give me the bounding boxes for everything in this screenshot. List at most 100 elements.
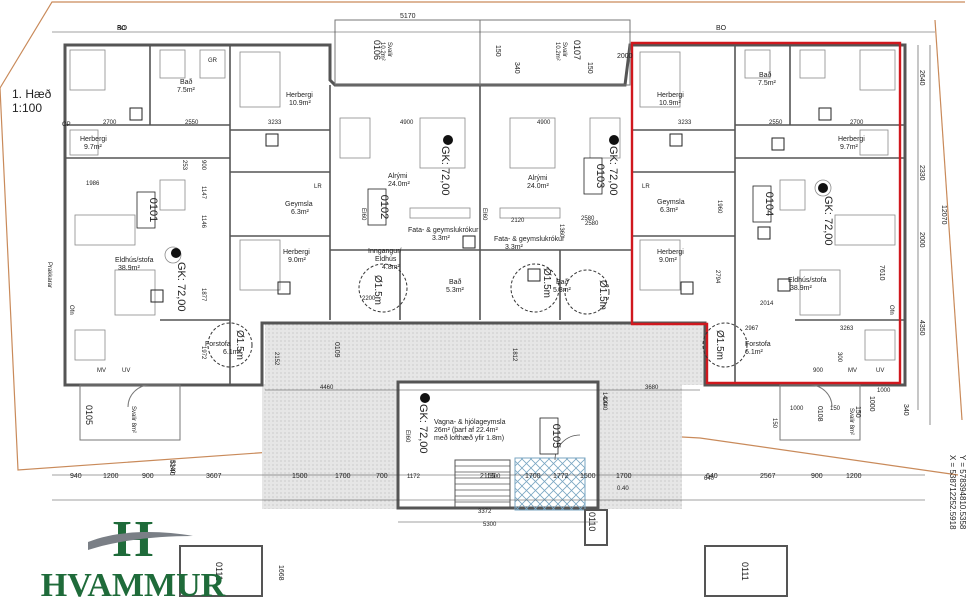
furniture bbox=[69, 49, 896, 361]
storage-id: 0110 bbox=[587, 512, 597, 531]
room-area: 9.7m² bbox=[84, 144, 103, 151]
dimension-value: 2330 bbox=[918, 165, 925, 181]
balcony-labels: Svalir 10.2m² Svalir 10.2m² Svalir 8m² S… bbox=[130, 42, 854, 435]
dimension-value: 1668 bbox=[277, 565, 284, 581]
coordinates: X = 538712252.5918 Y = 578394810.5358 bbox=[948, 455, 967, 530]
room-name: Forstofa bbox=[205, 341, 231, 348]
floor-title: 1. Hæð bbox=[12, 87, 52, 101]
dimension-value: 340 bbox=[902, 404, 909, 416]
dimension-value: 4900 bbox=[400, 120, 414, 126]
room-area: 26m² (þarf af 22.4m² bbox=[434, 427, 498, 434]
lr-label: LR bbox=[642, 184, 650, 190]
unit-id: 0103 bbox=[594, 164, 606, 188]
dimension-value: 2567 bbox=[760, 473, 776, 480]
storage-id: 0106 bbox=[372, 40, 382, 60]
room-name: Fata- & geymslukrókur bbox=[408, 227, 479, 234]
dimension-value: 940 bbox=[70, 473, 82, 480]
room-area: 5.3m² bbox=[446, 287, 465, 294]
dimension-value: 900 bbox=[811, 473, 823, 480]
room-name: Inngangur/ bbox=[368, 248, 402, 255]
dimension-value: 2580 bbox=[585, 221, 599, 227]
dimension-value: 2000 bbox=[617, 53, 633, 60]
hvammur-logo: H HVAMMUR bbox=[41, 511, 226, 604]
dimension-value: 1420 bbox=[601, 392, 607, 406]
dimension-value: 1000 bbox=[790, 406, 804, 412]
dimension-value: 3233 bbox=[268, 120, 282, 126]
dimension-value: 150 bbox=[586, 62, 593, 74]
unit-id: 0102 bbox=[378, 195, 390, 219]
room-name: Bað bbox=[180, 78, 193, 86]
gk-labels: GK: 72,00 GK: 72,00 GK: 72,00 GK: 72,00 … bbox=[175, 146, 834, 454]
dimension-value: 300 bbox=[836, 352, 842, 363]
dimension-value: 2120 bbox=[511, 218, 525, 224]
sheds bbox=[179, 509, 788, 597]
dimension-value: 2700 bbox=[850, 120, 864, 126]
room-area: 6.3m² bbox=[660, 207, 679, 214]
dimension-value: 150 bbox=[771, 418, 777, 429]
mv-label: MV bbox=[848, 368, 857, 374]
dimension-value: 1700 bbox=[525, 473, 541, 480]
room-name: Herbergi bbox=[283, 249, 310, 256]
logo-swoosh-icon bbox=[88, 532, 193, 550]
room-area: 3.3m² bbox=[505, 244, 524, 251]
dimension-value: 3263 bbox=[840, 326, 854, 332]
room-area: 6.1m² bbox=[745, 349, 764, 356]
gk-label: GK: 72,00 bbox=[417, 404, 429, 454]
room-name: Eldhús bbox=[375, 256, 397, 263]
dimension-value: 3607 bbox=[206, 473, 222, 480]
room-name: Herbergi bbox=[657, 249, 684, 256]
room-area: 7.5m² bbox=[758, 80, 777, 87]
dimension-value: 5170 bbox=[400, 13, 416, 20]
uv-label: UV bbox=[122, 368, 130, 374]
room-area: 10.9m² bbox=[289, 100, 311, 107]
dimension-value: 7610 bbox=[878, 265, 885, 281]
dimension-value: 2967 bbox=[745, 326, 759, 332]
dimension-value: 2794 bbox=[714, 270, 720, 284]
room-area: 10.9m² bbox=[659, 100, 681, 107]
room-area: 6.1m² bbox=[223, 349, 242, 356]
room-area: 3.3m² bbox=[432, 235, 451, 242]
turning-circles bbox=[207, 263, 748, 368]
dimension-value: 1500 bbox=[292, 473, 308, 480]
op-label: OP bbox=[62, 122, 71, 128]
bo-label: BO bbox=[117, 26, 126, 32]
storage-id: 0109 bbox=[333, 342, 340, 358]
dimension-value: 1440 bbox=[601, 397, 607, 411]
dimension-value: 640 bbox=[704, 476, 715, 482]
ei60-label: EI60 bbox=[360, 208, 366, 221]
room-area: 9.0m² bbox=[288, 257, 307, 264]
room-name: Herbergi bbox=[286, 92, 313, 99]
dimension-value: 900 bbox=[142, 473, 154, 480]
dimension-value: 1772 bbox=[553, 473, 569, 480]
gr-label: GR bbox=[208, 58, 218, 64]
dimension-value: 1000 bbox=[877, 388, 891, 394]
ofn-label: Ofn bbox=[68, 305, 74, 315]
dimension-value: 150 bbox=[494, 45, 501, 57]
dimension-value: 3680 bbox=[645, 385, 659, 391]
storage-labels: 0105 0106 0107 0108 0109 0110 0111 0111 bbox=[84, 40, 823, 581]
balcony-area: 10.2m² bbox=[379, 42, 385, 61]
gk-markers bbox=[171, 135, 828, 403]
storage-id: 0111 bbox=[740, 562, 750, 581]
balcony-area: 10.2m² bbox=[554, 42, 560, 61]
room-name: Eldhús/stofa bbox=[115, 257, 154, 264]
ei60-label: EI60 bbox=[404, 430, 410, 443]
balcony-name: Svalir bbox=[561, 42, 567, 57]
top-balconies bbox=[334, 19, 631, 86]
room-name: Geymsla bbox=[285, 201, 313, 208]
room-name: Eldhús/stofa bbox=[788, 277, 827, 284]
mv-label: MV bbox=[97, 368, 106, 374]
dimension-value: 1000 bbox=[868, 396, 875, 412]
room-area: 6.3m² bbox=[291, 209, 310, 216]
unit-labels: 0101 0102 0103 0104 0105 bbox=[136, 157, 775, 455]
dimension-value: 2700 bbox=[103, 120, 117, 126]
dimension-lines bbox=[52, 31, 935, 523]
storage-id: 0105 bbox=[84, 405, 94, 425]
highlighted-unit-outline bbox=[630, 41, 902, 385]
logo-name: HVAMMUR bbox=[41, 567, 226, 604]
dimension-value: 1360 bbox=[558, 224, 564, 238]
dimension-value: 2550 bbox=[769, 120, 783, 126]
balcony-name: Svalir bbox=[386, 42, 392, 57]
room-name: Alrými bbox=[528, 175, 548, 182]
